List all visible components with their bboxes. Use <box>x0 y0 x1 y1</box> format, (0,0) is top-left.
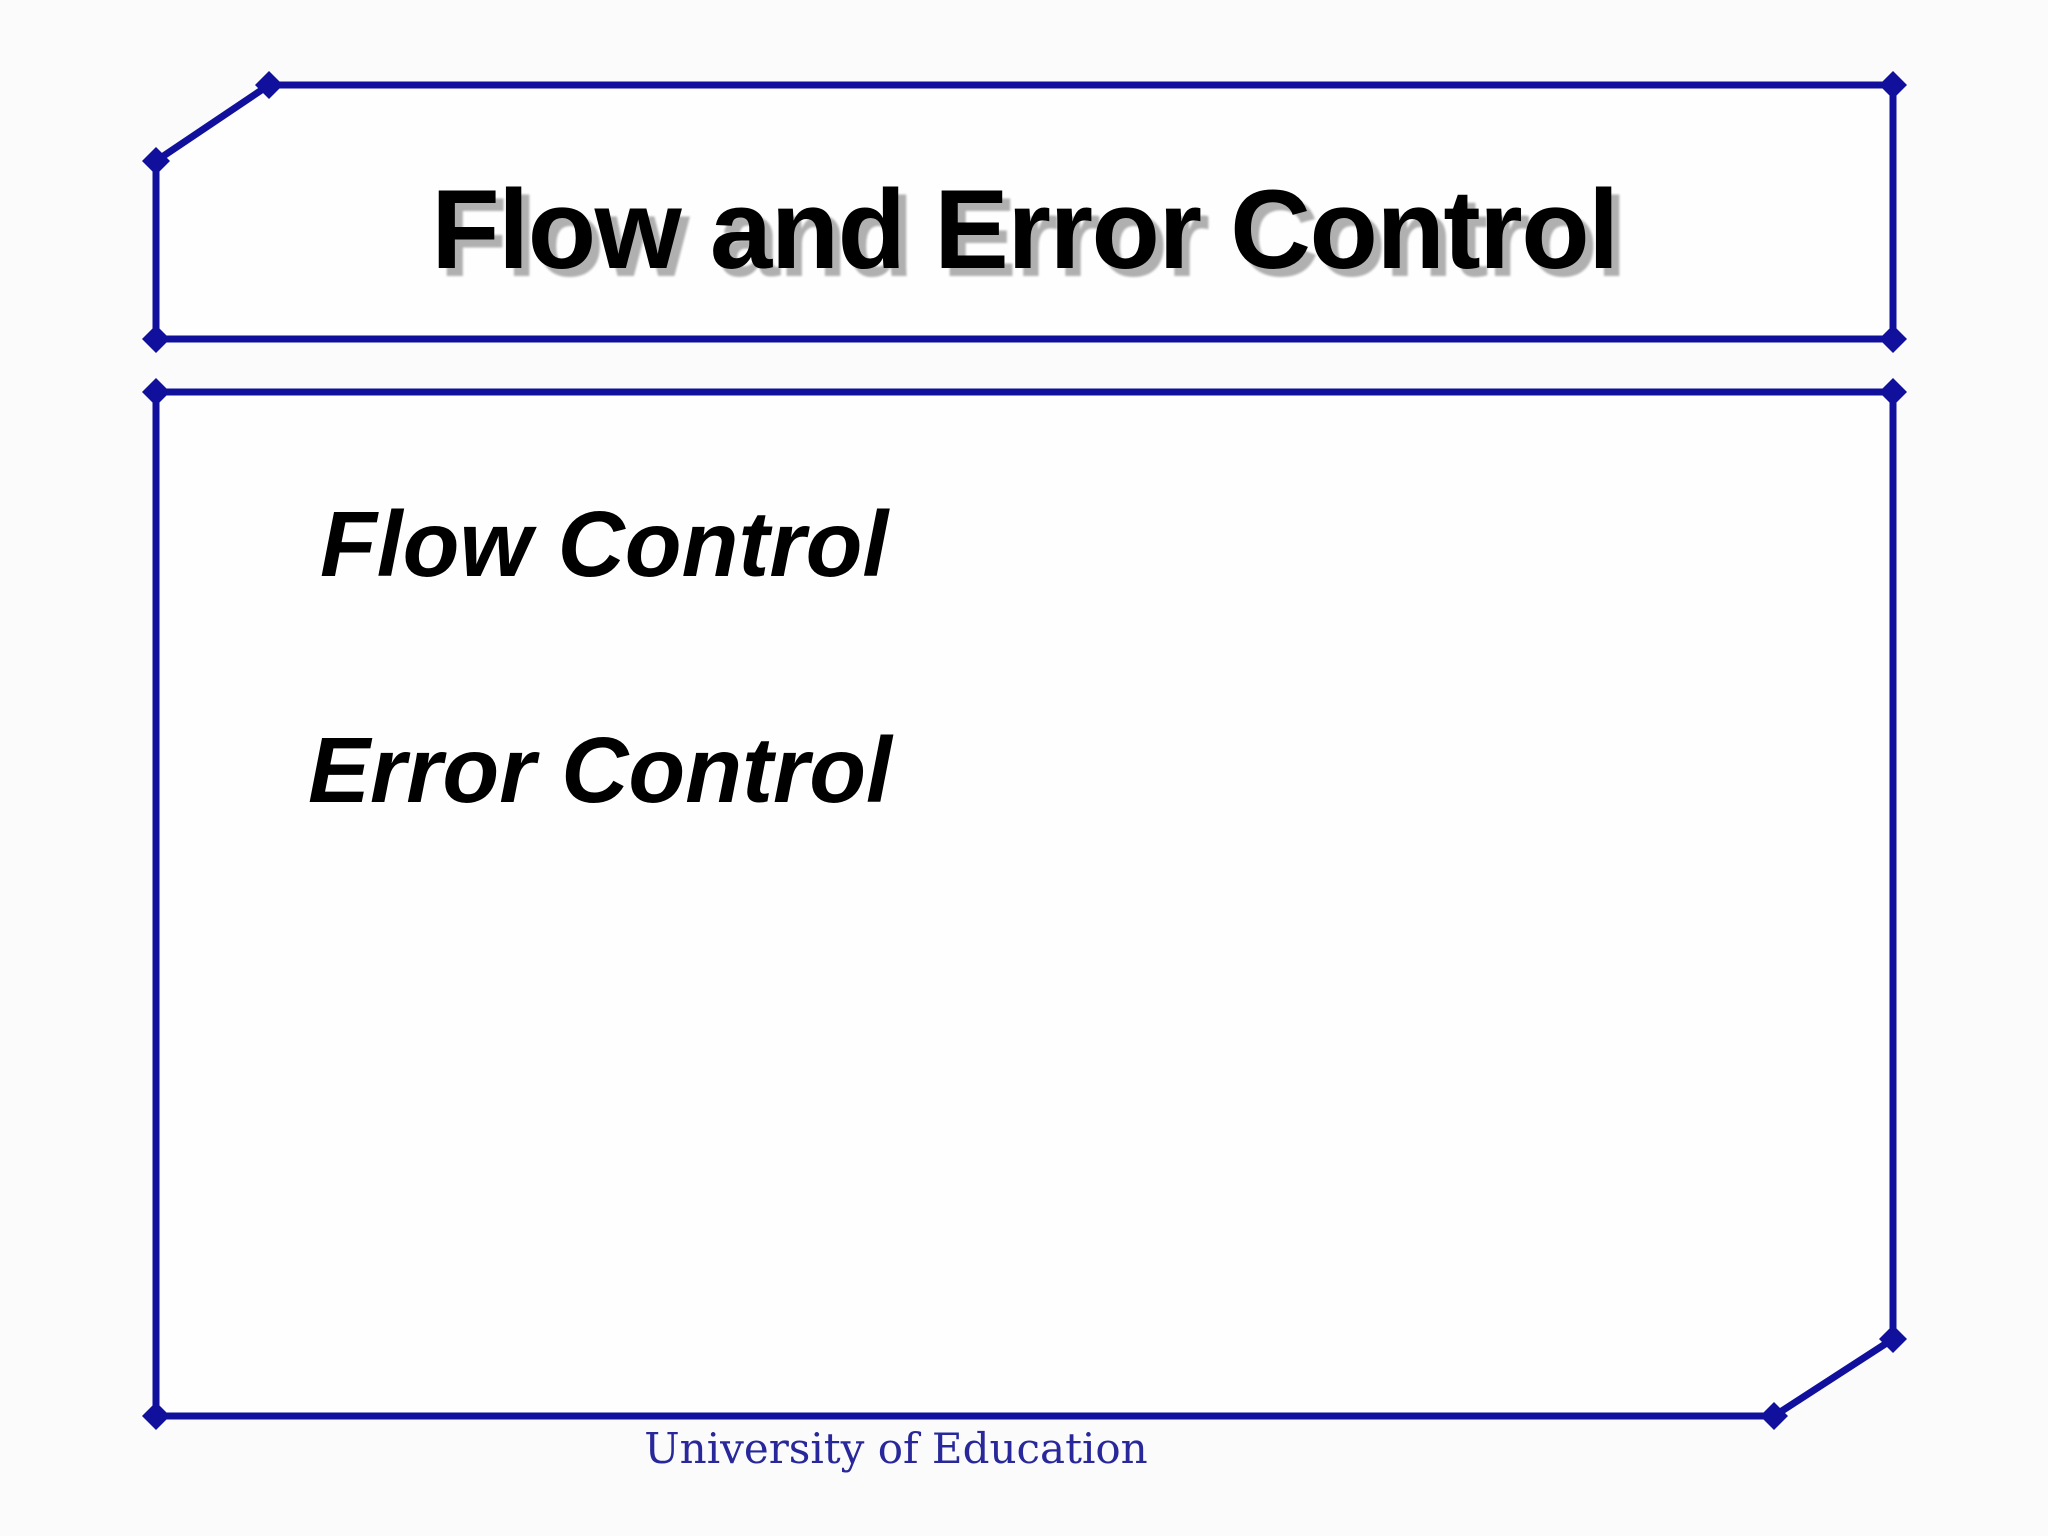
corner-diamond <box>142 1402 170 1430</box>
body-line-error-control: Error Control <box>308 718 892 822</box>
body-line-flow-control: Flow Control <box>320 492 889 596</box>
content-box-border <box>152 388 1897 1420</box>
corner-diamond <box>142 325 170 353</box>
slide-title: Flow and Error Control <box>431 167 1619 292</box>
corner-diamond <box>1879 378 1907 406</box>
title-box-border <box>152 81 1897 343</box>
corner-diamond <box>1879 71 1907 99</box>
footer-text: University of Education <box>644 1424 1148 1473</box>
corner-diamond <box>255 71 283 99</box>
corner-diamond <box>1760 1402 1788 1430</box>
corner-diamond <box>1879 1325 1907 1353</box>
corner-diamond <box>142 378 170 406</box>
corner-diamond <box>1879 325 1907 353</box>
corner-diamond <box>142 147 170 175</box>
